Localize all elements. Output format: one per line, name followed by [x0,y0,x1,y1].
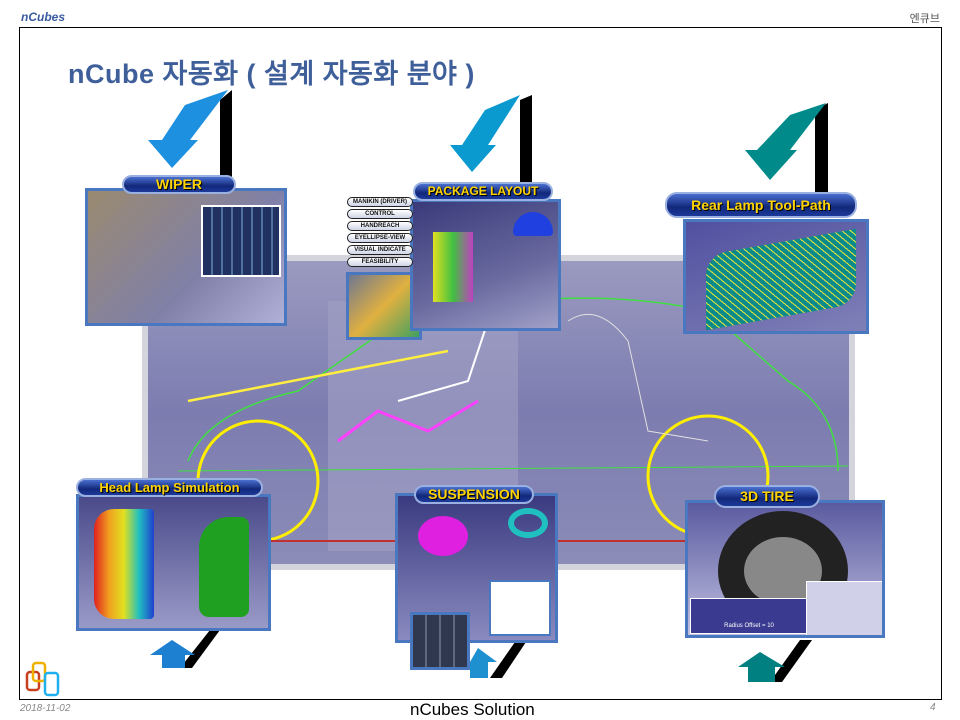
arrow-up-tire-icon [738,640,812,682]
page-number: 4 [930,702,936,713]
arrow-up-suspension-icon [470,642,526,678]
rear-lamp-label: Rear Lamp Tool-Path [665,192,857,218]
rear-lamp-image [683,219,869,334]
control-button[interactable]: CONTROL [347,209,413,219]
arrow-up-headlamp-icon [150,630,220,668]
package-layout-label: PACKAGE LAYOUT [413,182,553,201]
package-layout-image [410,199,561,331]
head-lamp-image [76,494,271,631]
wiper-label: WIPER [122,175,236,194]
ncubes-logo: nCubes [21,10,66,24]
footer-date: 2018-11-02 [20,703,71,714]
visual-indicate-button[interactable]: VISUAL INDICATE [347,245,413,255]
slide-title: nCube 자동화 ( 설계 자동화 분야 ) [68,59,475,89]
arrow-down-package-icon [450,95,532,185]
footer-title: nCubes Solution [410,700,535,719]
suspension-inset-image [410,612,470,670]
eyellipse-view-button[interactable]: EYELLIPSE-VIEW [347,233,413,243]
handreach-button[interactable]: HANDREACH [347,221,413,231]
tire-inset-text: Radius Offset = 10 [690,598,808,634]
suspension-label: SUSPENSION [414,485,534,504]
ncubes-logo-icon [25,661,60,697]
tire-image: Radius Offset = 10 [685,500,885,638]
manikin-button[interactable]: MANIKIN (DRIVER) [347,197,413,207]
slide-frame [19,27,942,700]
header-corner-text: 엔큐브 [909,13,940,25]
suspension-image [395,493,558,643]
arrow-down-rear-icon [745,103,828,195]
tire-label: 3D TIRE [714,485,820,508]
wiper-image [85,188,287,326]
head-lamp-label: Head Lamp Simulation [76,478,263,497]
feasibility-button[interactable]: FEASIBILITY [347,257,413,267]
arrow-down-wiper-icon [148,90,232,180]
